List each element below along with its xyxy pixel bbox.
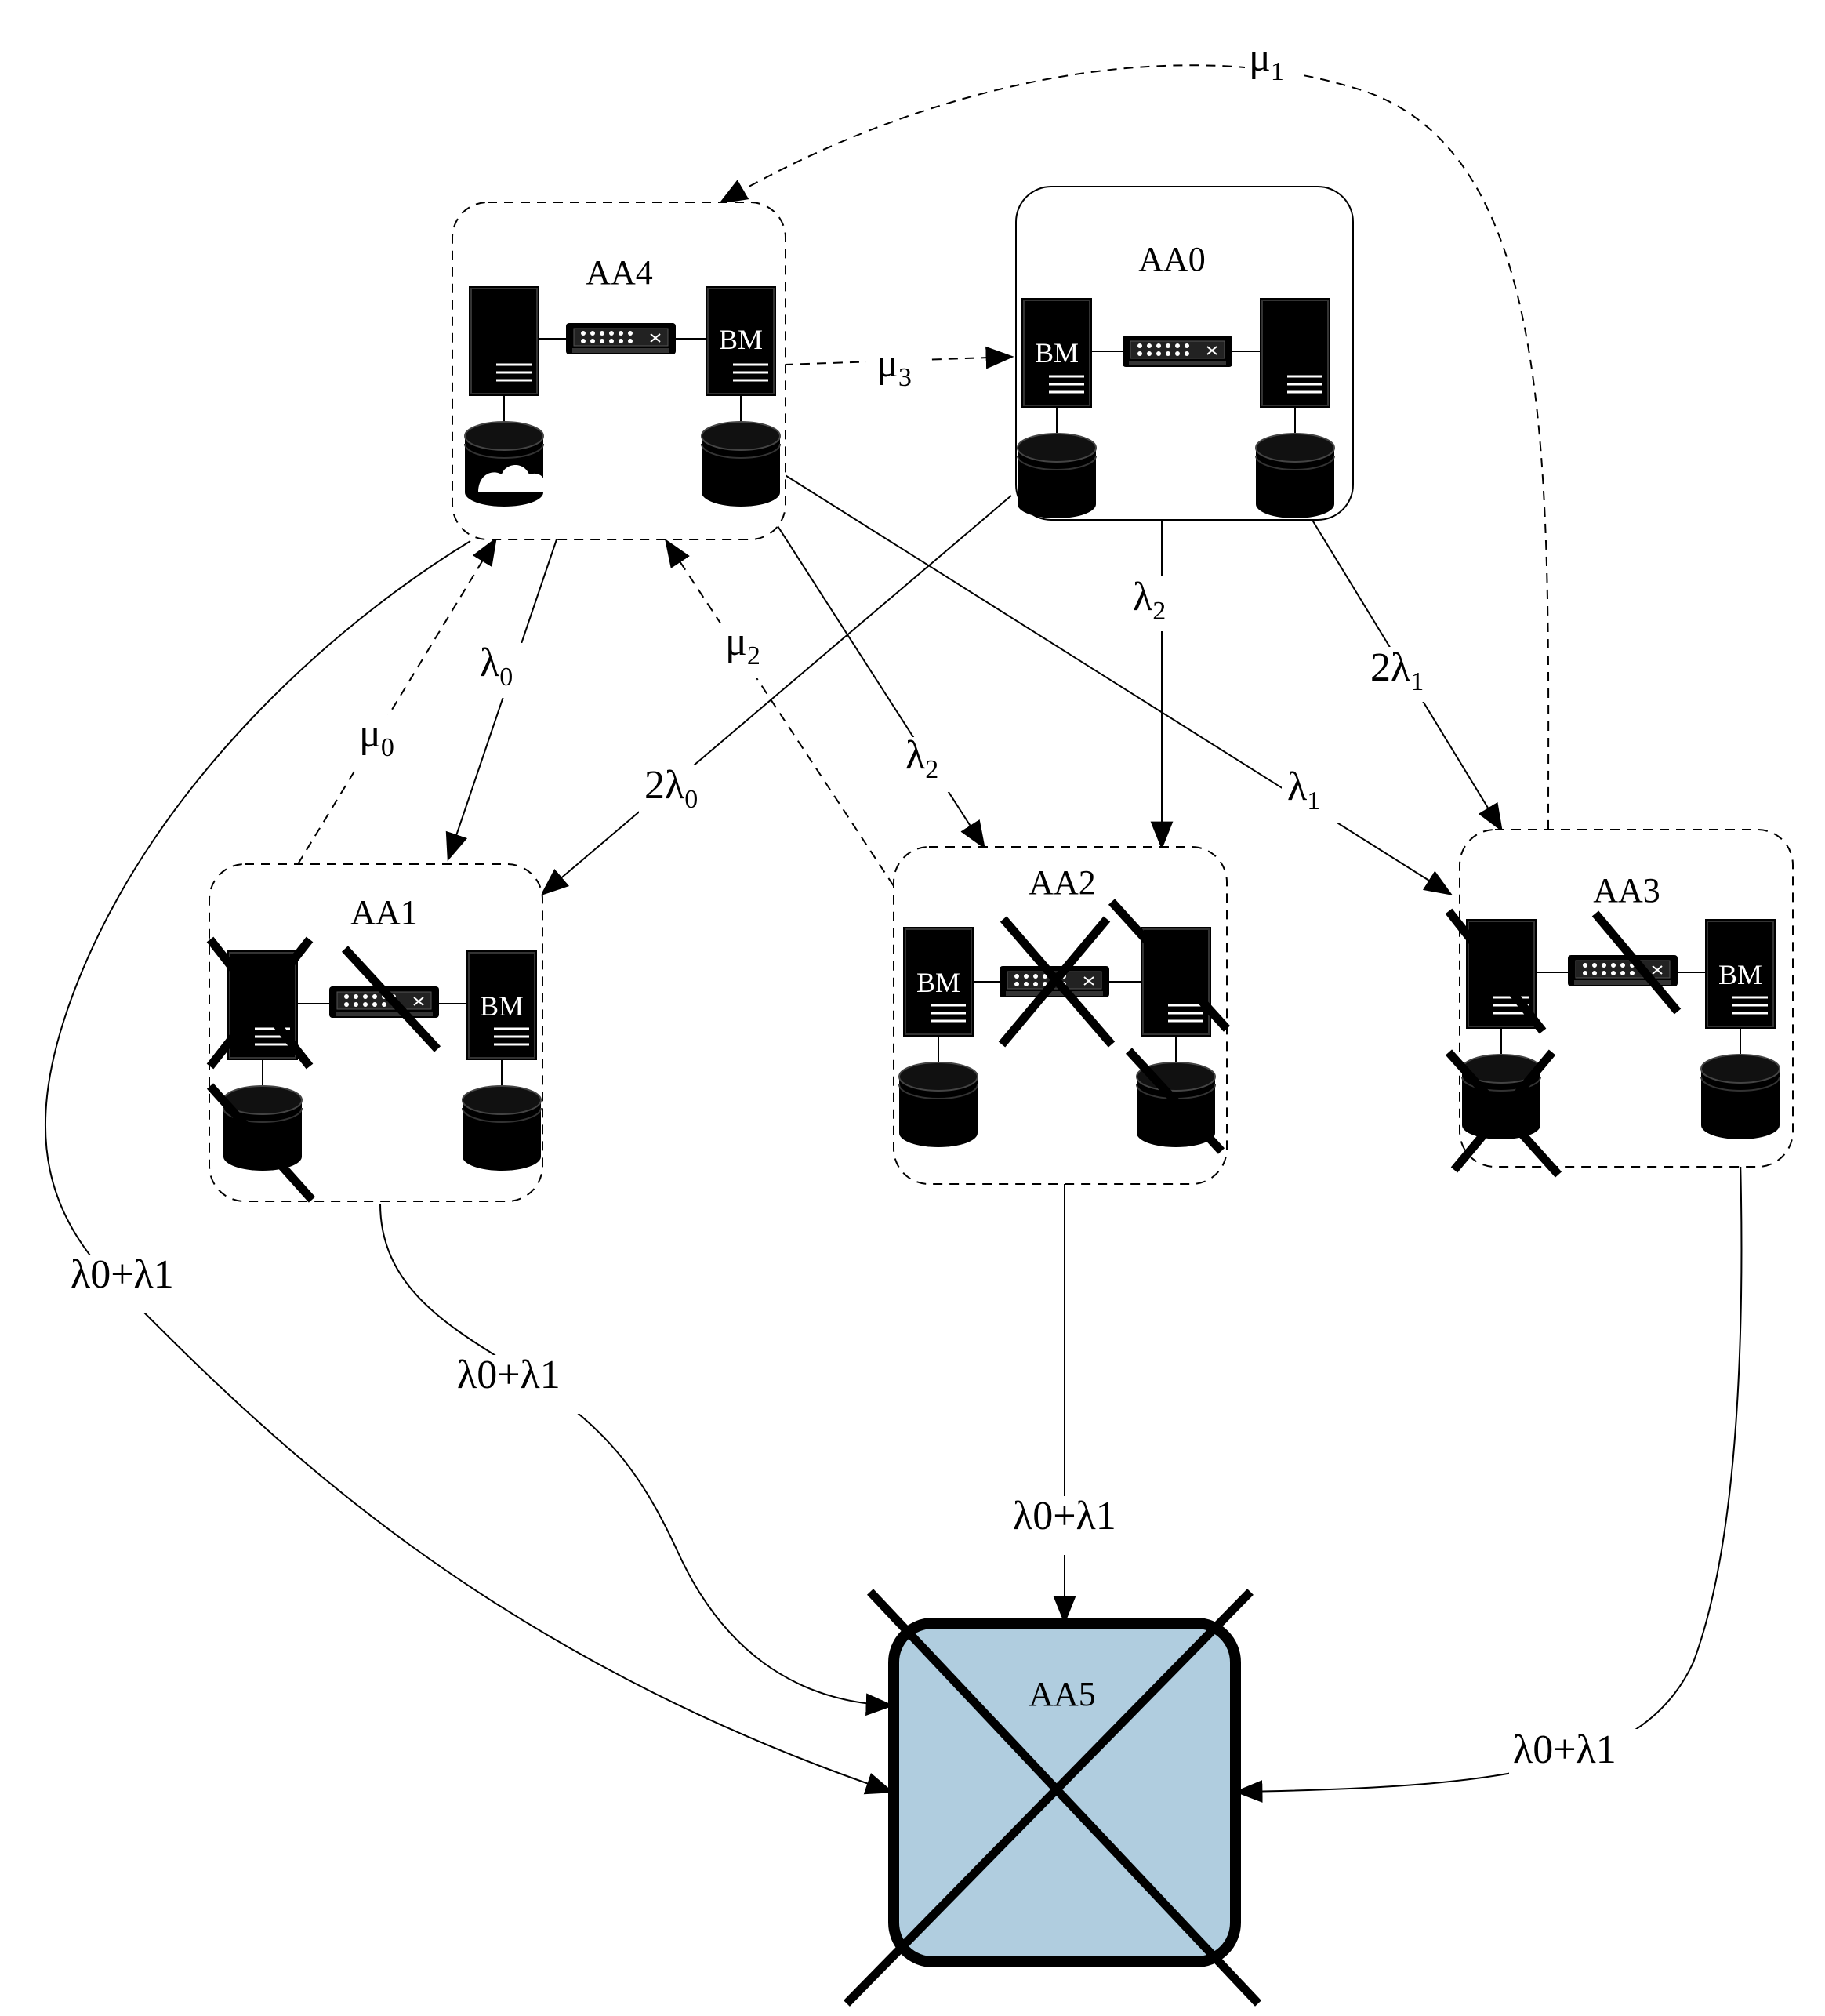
state-label-aa2: AA2 bbox=[1029, 863, 1096, 902]
rate-label-aa4-aa2: λ2 bbox=[905, 733, 938, 784]
edge-aa4-aa5 bbox=[44, 540, 894, 1795]
failure-x-icon bbox=[206, 936, 441, 1203]
rate-label-aa4-aa3: λ1 bbox=[1287, 765, 1320, 815]
rate-labels: μ1 μ3 λ2 2λ1 λ0 μ2 μ0 2λ0 λ2 λ1 λ0+λ1 λ0… bbox=[67, 35, 1646, 1788]
edge-aa3-aa4-mu1 bbox=[718, 64, 1550, 830]
rate-label-aa0-aa2: λ2 bbox=[1133, 575, 1166, 626]
edge-aa3-aa5 bbox=[1234, 1158, 1743, 1803]
state-aa4: AA4 BM bbox=[452, 202, 786, 540]
bm-label: BM bbox=[1035, 337, 1079, 369]
rate-label-aa4-aa5: λ0+λ1 bbox=[71, 1252, 174, 1297]
failure-x-icon bbox=[998, 899, 1231, 1154]
cloud-icon bbox=[478, 464, 546, 492]
server-icon bbox=[467, 285, 541, 398]
rate-label-aa0-aa1: 2λ0 bbox=[644, 763, 698, 814]
state-aa2: AA2 BM bbox=[893, 846, 1231, 1185]
edge-aa2-aa4-mu2 bbox=[665, 538, 894, 887]
state-aa0: AA0 BM bbox=[1015, 186, 1354, 521]
rate-label-aa3-aa5: λ0+λ1 bbox=[1513, 1727, 1616, 1772]
state-aa3: AA3 BM bbox=[1445, 829, 1794, 1178]
disk-icon bbox=[898, 1062, 978, 1148]
disk-icon bbox=[462, 1085, 542, 1171]
state-label-aa4: AA4 bbox=[586, 253, 653, 292]
state-aa1: AA1 BM bbox=[206, 863, 543, 1203]
edge-aa4-aa2-lambda2 bbox=[771, 517, 985, 850]
edge-aa1-aa4-mu0 bbox=[297, 536, 497, 865]
disk-icon bbox=[701, 421, 781, 507]
switch-icon bbox=[1567, 954, 1678, 987]
rate-label-aa2-aa5: λ0+λ1 bbox=[1013, 1494, 1116, 1538]
edge-aa4-aa1-lambda0 bbox=[445, 539, 557, 862]
state-label-aa0: AA0 bbox=[1138, 240, 1206, 278]
rate-label-aa4-aa1: λ0 bbox=[480, 641, 513, 692]
rate-label-mu3: μ3 bbox=[876, 341, 912, 392]
state-label-aa5: AA5 bbox=[1029, 1675, 1096, 1713]
rate-label-aa0-aa3: 2λ1 bbox=[1370, 645, 1424, 696]
server-icon bbox=[1258, 296, 1332, 409]
rate-label-aa1-aa5: λ0+λ1 bbox=[457, 1353, 561, 1397]
edge-aa0-aa1-2lambda0 bbox=[540, 495, 1012, 896]
bm-label: BM bbox=[1718, 959, 1762, 990]
disk-icon bbox=[1461, 1054, 1541, 1140]
rate-label-mu0: μ0 bbox=[359, 711, 394, 762]
disk-icon bbox=[1700, 1054, 1780, 1140]
edge-aa1-aa5 bbox=[379, 1203, 894, 1716]
cloud-disk-icon bbox=[464, 421, 544, 507]
bm-label: BM bbox=[480, 990, 524, 1022]
bm-label: BM bbox=[719, 324, 763, 355]
state-label-aa3: AA3 bbox=[1593, 871, 1660, 910]
switch-icon bbox=[1122, 335, 1233, 368]
state-aa5: AA5 bbox=[844, 1589, 1262, 2007]
disk-icon bbox=[1255, 433, 1335, 519]
edge-aa4-aa0-mu3 bbox=[783, 346, 1014, 369]
failure-x-icon bbox=[1445, 908, 1682, 1178]
disk-icon bbox=[223, 1085, 303, 1171]
failure-x-icon bbox=[844, 1589, 1262, 2007]
switch-icon bbox=[565, 322, 677, 355]
rate-label-mu1: μ1 bbox=[1249, 35, 1284, 86]
edge-aa4-aa3-lambda1 bbox=[783, 474, 1453, 895]
bm-label: BM bbox=[916, 967, 960, 998]
rate-label-mu2: μ2 bbox=[725, 619, 760, 670]
state-label-aa1: AA1 bbox=[350, 893, 418, 932]
disk-icon bbox=[1017, 433, 1097, 519]
